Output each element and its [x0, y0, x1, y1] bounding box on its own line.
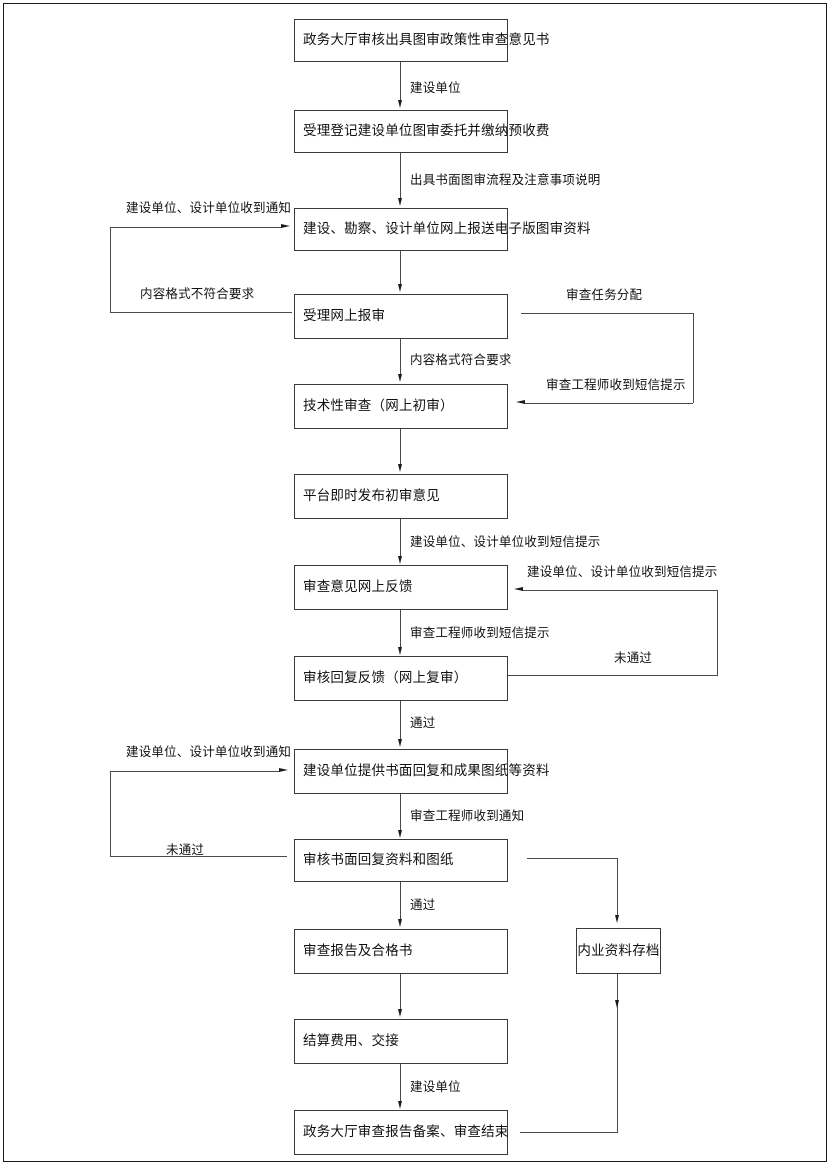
node-internal-materials-archiving[interactable]: 内业资料存档: [576, 928, 661, 974]
edge-arrow-n3-n4: [398, 284, 402, 292]
edge-line-n5-n6: [400, 429, 401, 467]
edge-label-e11: 未通过: [614, 651, 653, 665]
edge-line-n12-n13: [400, 1064, 401, 1104]
edge-line-n3-n4: [400, 251, 401, 287]
edge-rloop2-bottom: [508, 675, 717, 676]
edge-label-e14: 审查工程师收到通知: [410, 809, 525, 823]
edge-arrow-n11-n12: [398, 1009, 402, 1017]
edge-label-e8: 建设单位、设计单位收到短信提示: [410, 535, 601, 549]
edge-line-n9-n10: [400, 794, 401, 832]
edge-archive-out-vertical-upper: [617, 974, 618, 1010]
edge-arrow-n9-n10: [398, 830, 402, 838]
edge-label-e15: 未通过: [166, 843, 205, 857]
edge-label-e12: 通过: [410, 716, 436, 730]
page-border: [3, 3, 827, 1162]
edge-rloop2-right: [717, 590, 718, 676]
edge-arrow-n6-n7: [398, 556, 402, 564]
node-settle-fee-handover[interactable]: 结算费用、交接: [294, 1019, 508, 1064]
edge-line-n1-n2: [400, 62, 401, 102]
edge-label-e16: 通过: [410, 898, 436, 912]
edge-label-e4: 内容格式不符合要求: [140, 287, 255, 301]
edge-label-e10: 审查工程师收到短信提示: [410, 626, 550, 640]
edge-arrow-n8-n9: [398, 739, 402, 747]
node-review-report-and-certificate[interactable]: 审查报告及合格书: [294, 929, 508, 974]
edge-archive-in-horizontal: [527, 858, 618, 859]
edge-rloop1-top: [521, 313, 693, 314]
edge-line-n10-n11: [400, 882, 401, 922]
edge-label-e6: 审查任务分配: [566, 288, 643, 302]
edge-archive-out-arrow: [615, 1000, 619, 1008]
node-government-hall-policy-review-opinion[interactable]: 政务大厅审核出具图审政策性审查意见书: [294, 19, 549, 62]
node-construction-unit-written-reply-drawings[interactable]: 建设单位提供书面回复和成果图纸等资料: [294, 749, 549, 794]
edge-loop2-arrow: [279, 768, 288, 772]
edge-label-e5: 内容格式符合要求: [410, 353, 512, 367]
edge-archive-out-vertical-lower: [617, 1008, 618, 1132]
edge-arrow-n10-n11: [398, 919, 402, 927]
edge-rloop2-arrow: [514, 587, 523, 591]
node-accept-online-review-application[interactable]: 受理网上报审: [294, 294, 508, 339]
edge-line-n6-n7: [400, 519, 401, 559]
edge-loop1-top: [110, 227, 282, 228]
edge-label-e9: 建设单位、设计单位收到短信提示: [527, 565, 718, 579]
node-review-reply-feedback-online-recheck[interactable]: 审核回复反馈（网上复审）: [294, 656, 508, 701]
edge-loop2-top: [110, 771, 280, 772]
edge-loop1-arrow: [281, 224, 290, 228]
node-government-hall-report-filing-review-end[interactable]: 政务大厅审查报告备案、审查结束: [294, 1110, 508, 1155]
node-review-opinion-online-feedback[interactable]: 审查意见网上反馈: [294, 565, 508, 610]
edge-archive-out-horizontal: [520, 1132, 618, 1133]
edge-label-e17: 建设单位: [410, 1080, 461, 1094]
node-technical-review-online-preliminary[interactable]: 技术性审查（网上初审）: [294, 384, 508, 429]
edge-label-e3: 建设单位、设计单位收到通知: [126, 201, 292, 215]
edge-line-n2-n3: [400, 153, 401, 200]
node-platform-publish-preliminary-opinion[interactable]: 平台即时发布初审意见: [294, 474, 508, 519]
edge-rloop1-bottom: [524, 403, 693, 404]
edge-loop1-left: [110, 227, 111, 313]
node-online-submit-electronic-review-materials[interactable]: 建设、勘察、设计单位网上报送电子版图审资料: [294, 208, 591, 251]
edge-loop2-left: [110, 771, 111, 857]
edge-arrow-n1-n2: [398, 100, 402, 108]
edge-rloop1-right: [693, 313, 694, 403]
edge-rloop2-top: [522, 590, 717, 591]
edge-archive-in-arrow: [615, 915, 619, 923]
edge-loop1-bottom: [110, 312, 292, 313]
edge-label-e1: 建设单位: [410, 81, 461, 95]
edge-arrow-n5-n6: [398, 464, 402, 472]
node-review-written-reply-materials-drawings[interactable]: 审核书面回复资料和图纸: [294, 839, 508, 882]
edge-label-e2: 出具书面图审流程及注意事项说明: [410, 173, 601, 187]
edge-loop2-bottom: [110, 856, 287, 857]
edge-line-n4-n5: [400, 339, 401, 377]
edge-arrow-n12-n13: [398, 1101, 402, 1109]
edge-label-e13: 建设单位、设计单位收到通知: [126, 745, 292, 759]
edge-line-n8-n9: [400, 701, 401, 742]
node-accept-registration-commission-prepayment[interactable]: 受理登记建设单位图审委托并缴纳预收费: [294, 110, 549, 153]
edge-arrow-n2-n3: [398, 198, 402, 206]
edge-arrow-n4-n5: [398, 374, 402, 382]
edge-arrow-n7-n8: [398, 647, 402, 655]
edge-line-n7-n8: [400, 610, 401, 650]
edge-archive-in-vertical: [617, 858, 618, 918]
edge-line-n11-n12: [400, 974, 401, 1012]
edge-rloop1-arrow: [516, 400, 525, 404]
edge-label-e7: 审查工程师收到短信提示: [546, 378, 686, 392]
